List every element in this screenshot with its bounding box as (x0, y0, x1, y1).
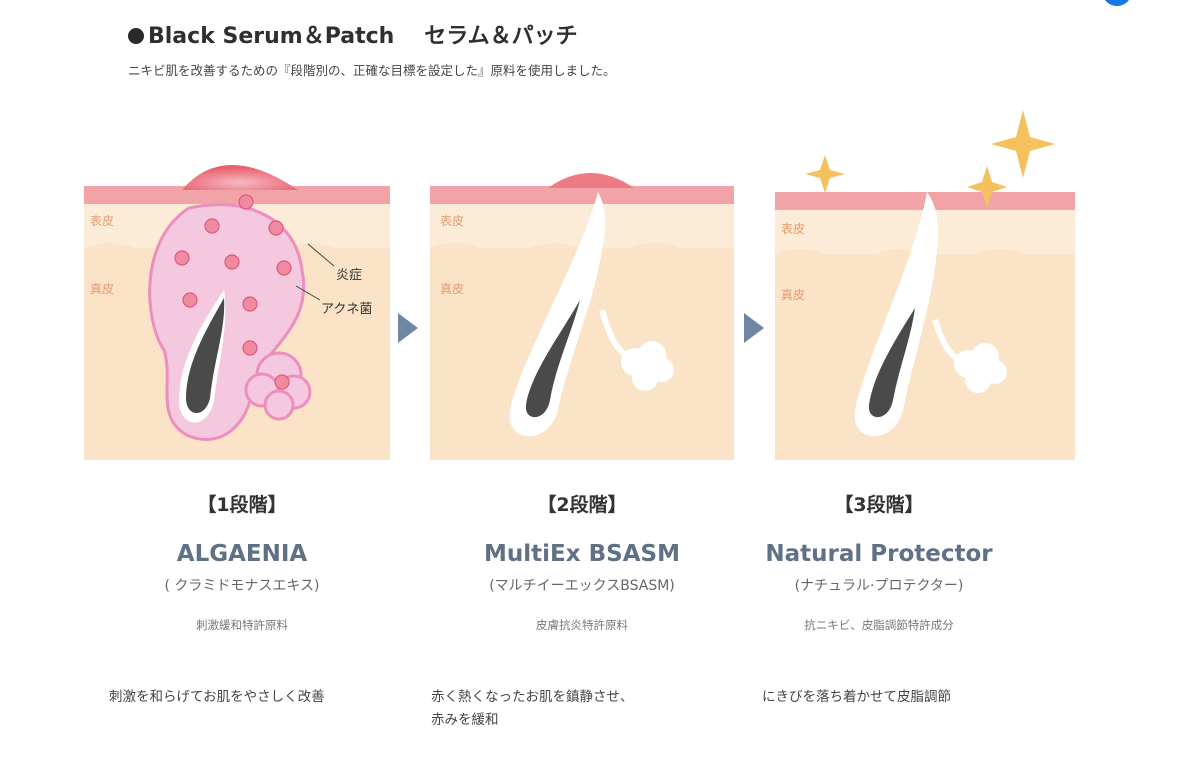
stage-label: 【2段階】 (537, 494, 627, 516)
description-line: 赤く熱くなったお肌を鎮静させ、 (431, 689, 634, 705)
callout-bacteria: アクネ菌 (321, 302, 373, 317)
stage-2-illustration: 表皮 真皮 (430, 100, 736, 460)
stage-label: 【3段階】 (834, 494, 924, 516)
stage-3-description: にきびを落ち着かせて皮脂調節 (762, 686, 951, 709)
product-name: ALGAENIA (176, 541, 308, 567)
sparkle-icon (805, 155, 845, 193)
bullet-icon (128, 28, 144, 44)
description-line: 赤みを緩和 (431, 711, 499, 728)
ingredient-note: 皮膚抗炎特許原料 (536, 618, 628, 632)
subtitle: ニキビ肌を改善するための『段階別の、正確な目標を設定した』原料を使用しました。 (128, 63, 616, 78)
layer-label-dermis: 真皮 (440, 282, 465, 296)
stage-label: 【1段階】 (197, 494, 287, 516)
layer-label-epidermis: 表皮 (781, 222, 806, 236)
stage-3-info: 【3段階】 Natural Protector (ナチュラル·プロテクター) 抗… (719, 490, 1039, 633)
product-kana: ( クラミドモナスエキス) (164, 578, 320, 594)
product-kana: (マルチイーエックスBSASM) (489, 578, 675, 594)
skin-acne-inflamed-diagram (84, 165, 390, 460)
stage-3-illustration: 表皮 真皮 (775, 100, 1081, 460)
ingredient-note: 抗ニキビ、皮脂調節特許成分 (804, 618, 954, 632)
next-stage-arrow-1 (398, 313, 418, 343)
next-stage-arrow-2 (744, 313, 764, 343)
layer-label-epidermis: 表皮 (440, 214, 465, 228)
description-line: 刺激を和らげてお肌をやさしく改善 (109, 689, 325, 705)
page-title: Black Serum＆Patch セラム＆パッチ (128, 18, 578, 50)
layer-label-dermis: 真皮 (90, 282, 115, 296)
skin-protected-diagram (775, 110, 1075, 460)
stage-1-info: 【1段階】 ALGAENIA ( クラミドモナスエキス) 刺激緩和特許原料 (82, 490, 402, 633)
callout-inflammation: 炎症 (336, 268, 363, 283)
stage-1-illustration: 表皮 真皮 炎症 アクネ菌 (84, 100, 390, 460)
product-kana: (ナチュラル·プロテクター) (794, 578, 964, 594)
description-line: にきびを落ち着かせて皮脂調節 (762, 689, 951, 705)
notification-dot (1102, 0, 1132, 6)
product-name: Natural Protector (765, 541, 993, 567)
title-jp: セラム＆パッチ (424, 24, 578, 49)
product-name: MultiEx BSASM (484, 541, 680, 567)
ingredient-note: 刺激緩和特許原料 (196, 618, 288, 632)
layer-label-dermis: 真皮 (781, 288, 806, 302)
skin-calming-diagram (430, 173, 734, 460)
title-en: Black Serum＆Patch (148, 24, 395, 49)
layer-label-epidermis: 表皮 (90, 214, 115, 228)
stage-2-description: 赤く熱くなったお肌を鎮静させ、 赤みを緩和 (431, 686, 634, 732)
stage-2-info: 【2段階】 MultiEx BSASM (マルチイーエックスBSASM) 皮膚抗… (422, 490, 742, 633)
sparkle-icon (967, 166, 1007, 208)
sparkle-icon (991, 110, 1055, 178)
stage-1-description: 刺激を和らげてお肌をやさしく改善 (109, 686, 325, 709)
